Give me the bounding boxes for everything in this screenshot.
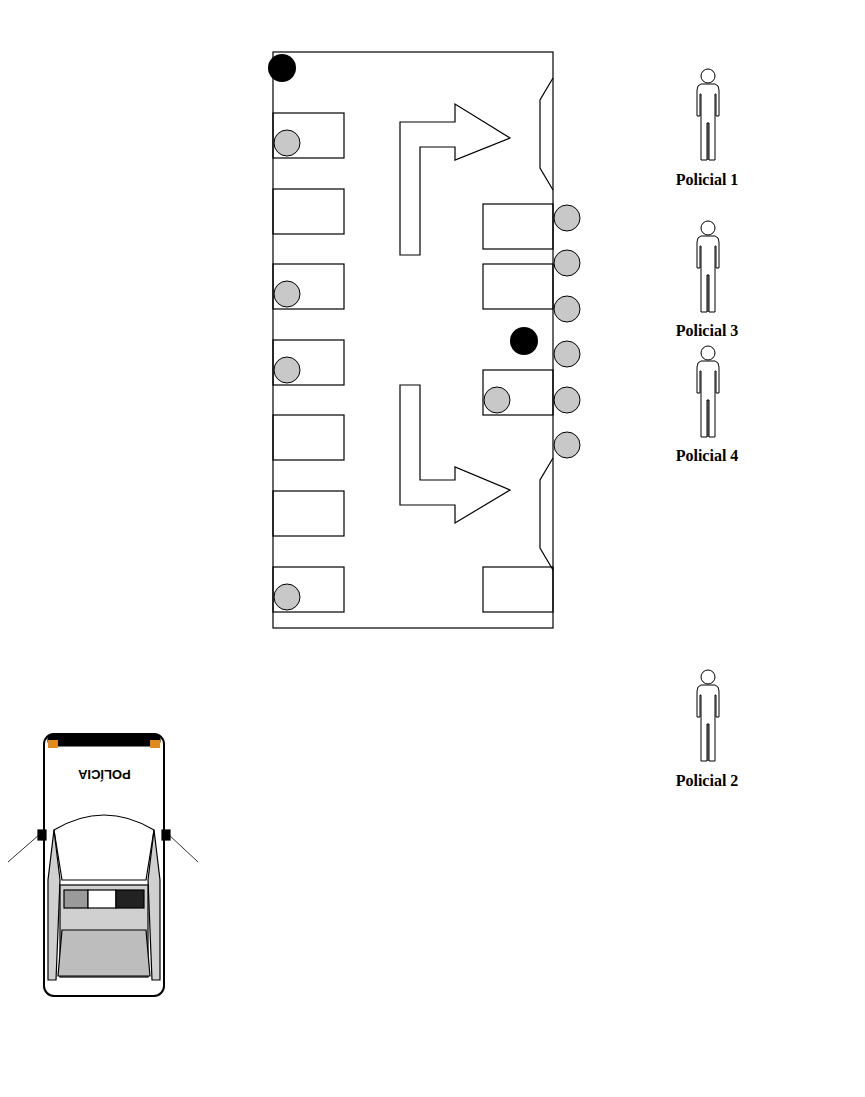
seats-right	[483, 204, 553, 612]
flow-arrows	[400, 104, 510, 523]
people-grey	[274, 130, 580, 610]
officer-label: Policial 2	[676, 772, 739, 790]
police-car	[8, 734, 198, 996]
seats-left	[273, 113, 344, 612]
room-plan	[273, 52, 553, 628]
doors	[540, 78, 553, 570]
officer-label: Policial 1	[676, 171, 739, 189]
people-black	[268, 54, 538, 355]
car-marking: POLÍCIA	[78, 767, 131, 781]
officer-label: Policial 3	[676, 322, 739, 340]
officer-label: Policial 4	[676, 447, 739, 465]
